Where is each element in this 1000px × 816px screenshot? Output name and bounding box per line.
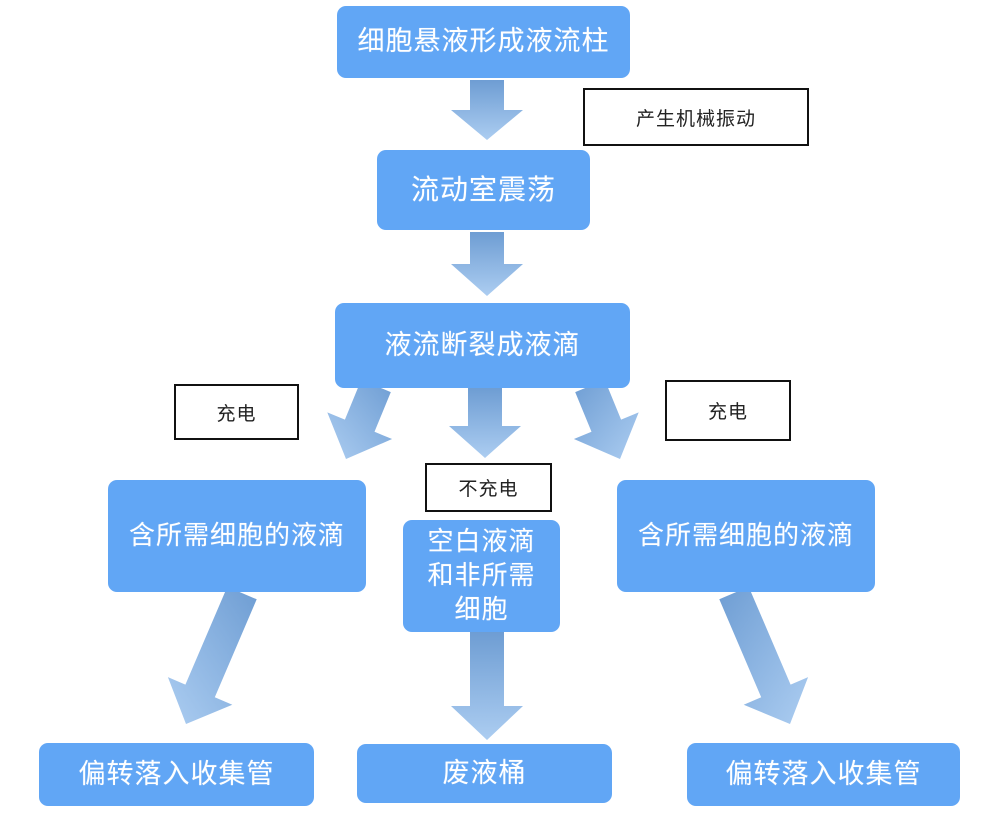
- label-charge-left: 充电: [174, 384, 299, 440]
- node-collect-tube-right: 偏转落入收集管: [687, 743, 960, 806]
- arrow-suspension-to-chamber: [451, 80, 523, 140]
- node-desired-droplets-right: 含所需细胞的液滴: [617, 480, 875, 592]
- node-flow-chamber: 流动室震荡: [377, 150, 590, 230]
- arrow-breaks-to-desired-left: [327, 379, 393, 459]
- arrow-desired-right-to-collect: [719, 586, 809, 724]
- node-stream-breaks: 液流断裂成液滴: [335, 303, 630, 388]
- arrow-breaks-to-desired-right: [573, 379, 639, 459]
- node-collect-tube-left: 偏转落入收集管: [39, 743, 314, 806]
- label-no-charge: 不充电: [425, 463, 552, 512]
- node-cell-suspension: 细胞悬液形成液流柱: [337, 6, 630, 78]
- label-mechanical-vibration: 产生机械振动: [583, 88, 809, 146]
- node-blank-droplets: 空白液滴和非所需细胞: [403, 520, 560, 632]
- label-charge-right: 充电: [665, 380, 791, 441]
- node-desired-droplets-left: 含所需细胞的液滴: [108, 480, 366, 592]
- arrow-chamber-to-breaks: [451, 232, 523, 296]
- arrow-breaks-to-blank: [449, 388, 521, 458]
- arrow-blank-to-waste: [451, 632, 523, 740]
- arrow-desired-left-to-collect: [167, 586, 257, 724]
- node-waste-bucket: 废液桶: [357, 744, 612, 803]
